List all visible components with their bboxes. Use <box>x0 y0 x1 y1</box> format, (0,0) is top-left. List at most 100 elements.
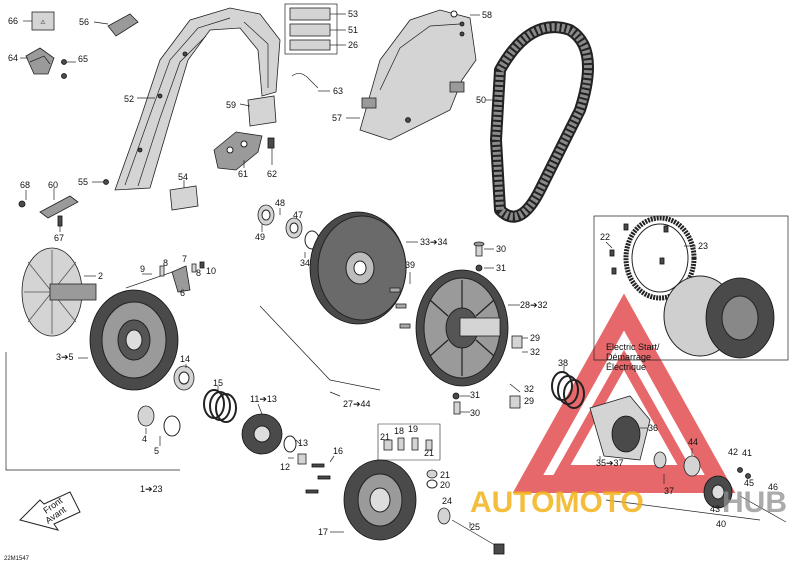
callout-52: 52 <box>124 94 134 104</box>
callout-28: 28➔32 <box>520 300 548 310</box>
driven-sheave-33 <box>309 211 407 325</box>
callout-29a: 29 <box>530 333 540 343</box>
callout-43: 43 <box>710 504 720 514</box>
spring-15 <box>203 389 237 423</box>
callout-47: 47 <box>293 210 303 220</box>
callout-30b: 30 <box>470 408 480 418</box>
callout-21c: 21 <box>440 470 450 480</box>
guard-57 <box>359 9 477 141</box>
callout-60: 60 <box>48 180 58 190</box>
callout-6: 6 <box>180 288 185 298</box>
callout-51: 51 <box>348 25 358 35</box>
callout-32a: 32 <box>530 347 540 357</box>
callout-2: 2 <box>98 271 103 281</box>
callout-53: 53 <box>348 9 358 19</box>
callout-65: 65 <box>78 54 88 64</box>
movable-sheave-3 <box>89 289 179 391</box>
callout-58: 58 <box>482 10 492 20</box>
callout-11: 11➔13 <box>250 394 277 404</box>
callout-22: 22 <box>600 232 610 242</box>
fixed-sheave-28 <box>415 269 509 387</box>
callout-66: 66 <box>8 16 18 26</box>
callout-10: 10 <box>206 266 216 276</box>
callout-46: 46 <box>768 482 778 492</box>
callout-49: 49 <box>255 232 265 242</box>
callout-26: 26 <box>348 40 358 50</box>
callout-19: 19 <box>408 424 418 434</box>
callout-15: 15 <box>213 378 223 388</box>
callout-61: 61 <box>238 169 248 179</box>
svg-text:Electric Start/: Electric Start/ <box>606 342 660 352</box>
callout-48: 48 <box>275 198 285 208</box>
callout-54: 54 <box>178 172 188 182</box>
callout-27: 27➔44 <box>343 399 371 409</box>
callout-35: 35➔37 <box>596 458 624 468</box>
callout-7: 7 <box>182 254 187 264</box>
callout-45: 45 <box>744 478 754 488</box>
ring-gear-23 <box>623 215 697 301</box>
callout-63: 63 <box>333 86 343 96</box>
callout-40: 40 <box>716 519 726 529</box>
svg-text:Démarrage: Démarrage <box>606 352 651 362</box>
callout-42: 42 <box>728 447 738 457</box>
callout-32b: 32 <box>524 384 534 394</box>
drive-belt-50 <box>490 21 594 223</box>
callout-34: 34 <box>300 258 310 268</box>
svg-text:HUB: HUB <box>722 486 787 519</box>
callout-30a: 30 <box>496 244 506 254</box>
callout-8b: 8 <box>196 268 201 278</box>
svg-text:Électrique: Électrique <box>606 362 646 372</box>
watermark-text: AUTOMOTO HUB <box>470 486 787 519</box>
callout-31a: 31 <box>496 263 506 273</box>
callout-25: 25 <box>470 522 480 532</box>
callout-37: 37 <box>664 486 674 496</box>
callout-50: 50 <box>476 95 486 105</box>
callout-4: 4 <box>142 434 147 444</box>
callout-64: 64 <box>8 53 18 63</box>
callout-21a: 21 <box>380 432 390 442</box>
callout-41: 41 <box>742 448 752 458</box>
fixed-sheave-2 <box>21 247 97 337</box>
callout-16: 16 <box>333 446 343 456</box>
callout-9: 9 <box>140 264 145 274</box>
support-bracket-35 <box>589 395 651 461</box>
callout-62: 62 <box>267 169 277 179</box>
callout-8: 8 <box>163 258 168 268</box>
callout-31b: 31 <box>470 390 480 400</box>
belt-guard-52 <box>114 7 281 191</box>
callout-14: 14 <box>180 354 190 364</box>
callout-67: 67 <box>54 233 64 243</box>
callout-1: 1➔23 <box>140 484 163 494</box>
callout-36: 36 <box>648 423 658 433</box>
callout-13: 13 <box>298 438 308 448</box>
callout-21b: 21 <box>424 448 434 458</box>
spider-11 <box>241 413 283 455</box>
callout-44: 44 <box>688 437 698 447</box>
callout-68: 68 <box>20 180 30 190</box>
callout-5: 5 <box>154 446 159 456</box>
callout-55: 55 <box>78 177 88 187</box>
callout-57: 57 <box>332 113 342 123</box>
clutch-hub-40 <box>703 475 733 509</box>
callout-59: 59 <box>226 100 236 110</box>
svg-text:⚠: ⚠ <box>40 19 46 26</box>
callout-38: 38 <box>558 358 568 368</box>
callout-24: 24 <box>442 496 452 506</box>
governor-cup-17 <box>343 459 417 541</box>
callout-3: 3➔5 <box>56 352 74 362</box>
callout-29b: 29 <box>524 396 534 406</box>
callout-12: 12 <box>280 462 290 472</box>
callout-20: 20 <box>440 480 450 490</box>
callout-23: 23 <box>698 241 708 251</box>
callout-39: 39 <box>405 260 415 270</box>
spring-38 <box>551 371 585 409</box>
front-arrow-icon: Front Avant <box>19 491 81 531</box>
callout-33: 33➔34 <box>420 237 448 247</box>
diagram-code: 22M1547 <box>4 556 30 562</box>
callout-18: 18 <box>394 426 404 436</box>
svg-text:AUTOMOTO: AUTOMOTO <box>470 486 644 519</box>
callout-17: 17 <box>318 527 328 537</box>
drive-pulley-electric <box>663 275 775 359</box>
electric-start-note: Electric Start/ Démarrage Électrique <box>606 342 660 372</box>
